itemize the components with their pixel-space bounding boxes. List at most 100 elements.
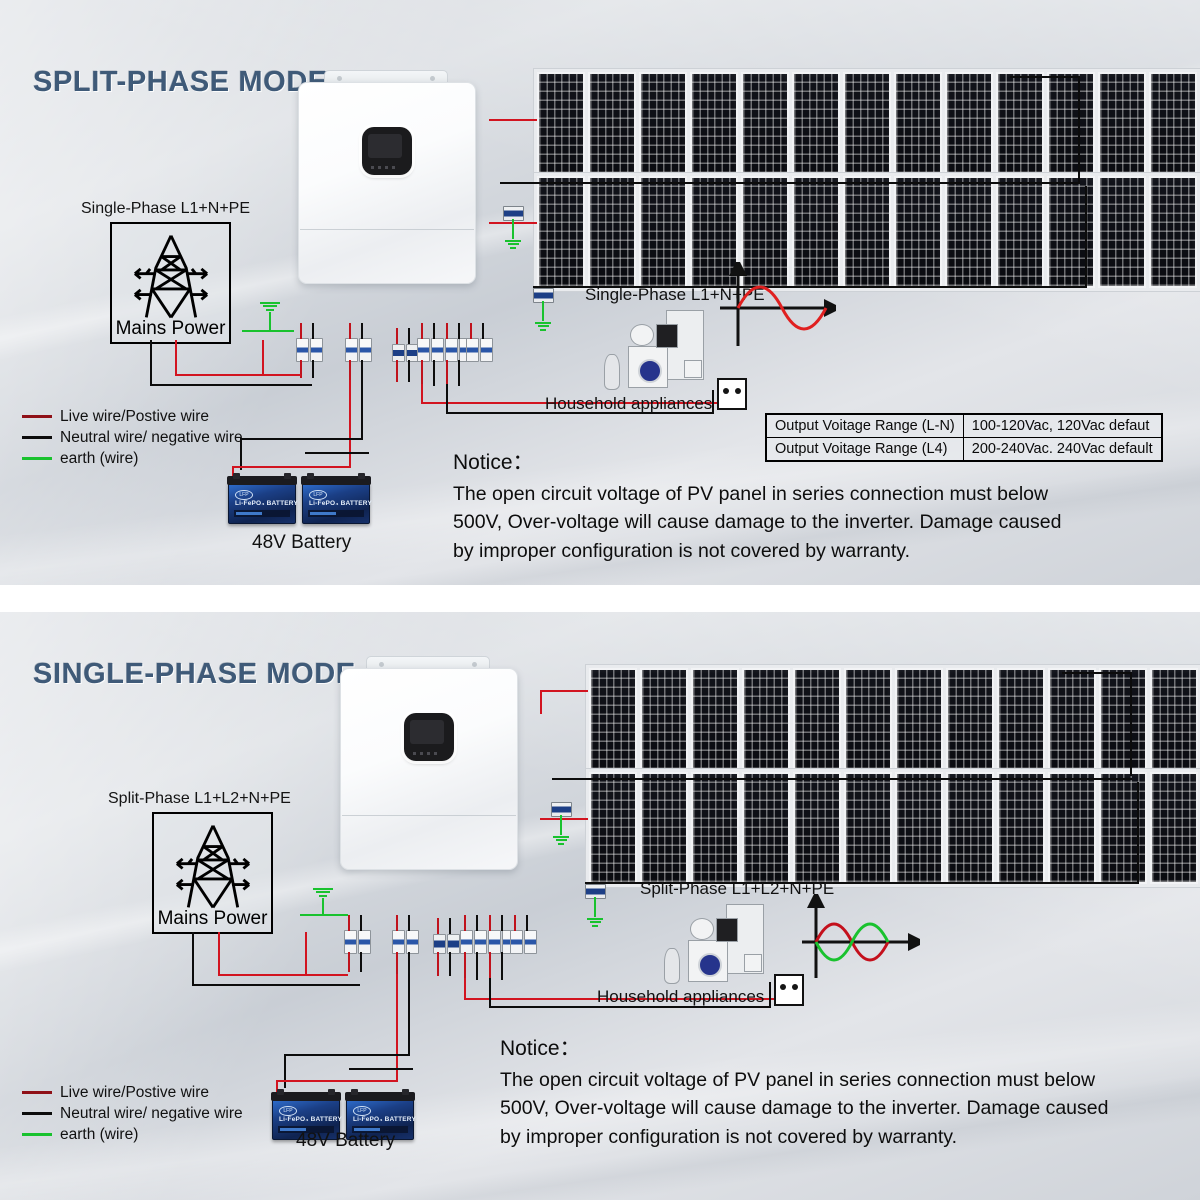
- breaker-lead: [464, 952, 466, 980]
- pv-array-row-1: [533, 68, 1200, 188]
- breaker-lead: [396, 328, 398, 344]
- legend-label: Live wire/Postive wire: [60, 1083, 210, 1101]
- breaker-lead: [408, 952, 410, 976]
- battery-positive-wire: [276, 1080, 398, 1083]
- table-row: Output Voitage Range (L4) 200-240Vac. 24…: [765, 437, 1163, 462]
- breaker-lead: [501, 915, 503, 931]
- microwave-icon: [656, 324, 678, 348]
- pv-wire: [1078, 76, 1081, 184]
- breaker-group-1[interactable]: [296, 338, 323, 362]
- breaker-lead: [348, 952, 350, 972]
- grid-type-label: Single-Phase L1+N+PE: [81, 200, 250, 217]
- battery-label-bar: [234, 510, 290, 517]
- battery-negative-wire: [284, 1054, 410, 1057]
- legend-swatch-live: [22, 1090, 52, 1095]
- pv-wire: [540, 690, 543, 714]
- battery-unit-2: LFP Li-FePO₄ BATTERY: [301, 473, 372, 524]
- breaker-group-2[interactable]: [392, 930, 419, 954]
- breaker-group-2[interactable]: [345, 338, 372, 362]
- battery-unit-1: LFP Li-FePO₄ BATTERY: [271, 1089, 342, 1140]
- breaker-lead: [470, 323, 472, 339]
- earth-wire: [542, 301, 545, 321]
- breaker-group-5[interactable]: [466, 338, 493, 362]
- battery-caption: 48V Battery: [252, 532, 352, 553]
- battery-terminal-positive: [233, 473, 240, 479]
- battery-positive-wire: [232, 466, 351, 469]
- household-appliances-image: [600, 310, 710, 390]
- earth-symbol: [535, 320, 551, 331]
- small-appliance-icon: [690, 918, 714, 940]
- breaker-lead: [489, 952, 491, 980]
- breaker-lead: [408, 360, 410, 382]
- page-title: SINGLE-PHASE MODE: [33, 658, 356, 690]
- breaker-lead: [449, 952, 451, 976]
- breaker-group-5[interactable]: [510, 930, 537, 954]
- breaker-group-1[interactable]: [344, 930, 371, 954]
- breaker-lead: [437, 952, 439, 976]
- legend-swatch-earth: [22, 456, 52, 461]
- breaker-lead: [408, 328, 410, 344]
- earth-wire: [322, 898, 325, 916]
- battery-case-top: [227, 476, 297, 485]
- battery-model-text: Li-FePO₄ BATTERY: [353, 1116, 416, 1123]
- pv-wire: [540, 690, 588, 693]
- breaker-group-4[interactable]: [460, 930, 515, 954]
- battery-unit-1: LFP Li-FePO₄ BATTERY: [227, 473, 298, 524]
- breaker-lead: [514, 915, 516, 931]
- legend-item: Live wire/Postive wire: [22, 1082, 243, 1103]
- breaker-lead: [421, 360, 423, 386]
- load-live-wire: [464, 978, 467, 1000]
- breaker-group-3[interactable]: [433, 934, 460, 954]
- table-cell-value: 200-240Vac. 240Vac default: [962, 437, 1163, 462]
- breaker-lead: [433, 360, 435, 386]
- pv-wire: [1137, 782, 1140, 882]
- small-appliance-icon: [630, 324, 654, 346]
- legend-item: Neutral wire/ negative wire: [22, 1103, 243, 1124]
- breaker-lead: [421, 323, 423, 339]
- battery-model-text: Li-FePO₄ BATTERY: [279, 1116, 342, 1123]
- breaker-lead: [446, 323, 448, 339]
- battery-logo: LFP: [279, 1106, 297, 1116]
- load-neutral-wire: [712, 390, 715, 414]
- battery-logo: LFP: [353, 1106, 371, 1116]
- live-wire: [262, 340, 265, 376]
- breaker-lead: [464, 915, 466, 931]
- load-neutral-wire: [769, 982, 772, 1008]
- breaker-group-4[interactable]: [417, 338, 472, 362]
- output-waveform-single: [720, 262, 836, 346]
- legend-label: Neutral wire/ negative wire: [60, 1104, 243, 1122]
- battery-terminal-negative: [358, 473, 365, 479]
- vacuum-icon: [604, 354, 620, 390]
- live-wire: [218, 974, 348, 977]
- pv-array-row-2: [533, 172, 1200, 292]
- pv-wire: [585, 882, 1139, 885]
- breaker-lead: [526, 915, 528, 931]
- breaker-lead: [300, 323, 302, 339]
- mains-power-label: Mains Power: [115, 318, 226, 339]
- transmission-tower-icon: [175, 825, 250, 909]
- breaker-lead: [458, 323, 460, 339]
- inverter-display[interactable]: [404, 713, 454, 761]
- breaker-lead: [433, 323, 435, 339]
- battery-case-top: [271, 1092, 341, 1101]
- pv-array-row-1: [585, 664, 1200, 784]
- power-outlet-icon: [717, 378, 747, 410]
- notice-heading: Notice：: [453, 451, 534, 474]
- live-wire: [305, 932, 308, 976]
- inverter-display[interactable]: [362, 127, 412, 175]
- pv-wire: [540, 818, 588, 821]
- breaker-lead: [349, 323, 351, 339]
- load-live-wire: [421, 402, 731, 405]
- power-outlet-icon: [774, 974, 804, 1006]
- legend-swatch-neutral: [22, 1111, 52, 1116]
- battery-logo: LFP: [309, 490, 327, 500]
- earth-wire: [560, 815, 563, 835]
- notice-line: by improper configuration is not covered…: [500, 1125, 958, 1148]
- pv-wire: [1085, 186, 1088, 286]
- battery-terminal-negative: [284, 473, 291, 479]
- earth-symbol: [553, 834, 569, 845]
- breaker-lead: [360, 915, 362, 931]
- table-cell-param: Output Voitage Range (L-N): [765, 413, 964, 438]
- notice-line: by improper configuration is not covered…: [453, 539, 911, 562]
- page-title: SPLIT-PHASE MODE: [33, 66, 328, 98]
